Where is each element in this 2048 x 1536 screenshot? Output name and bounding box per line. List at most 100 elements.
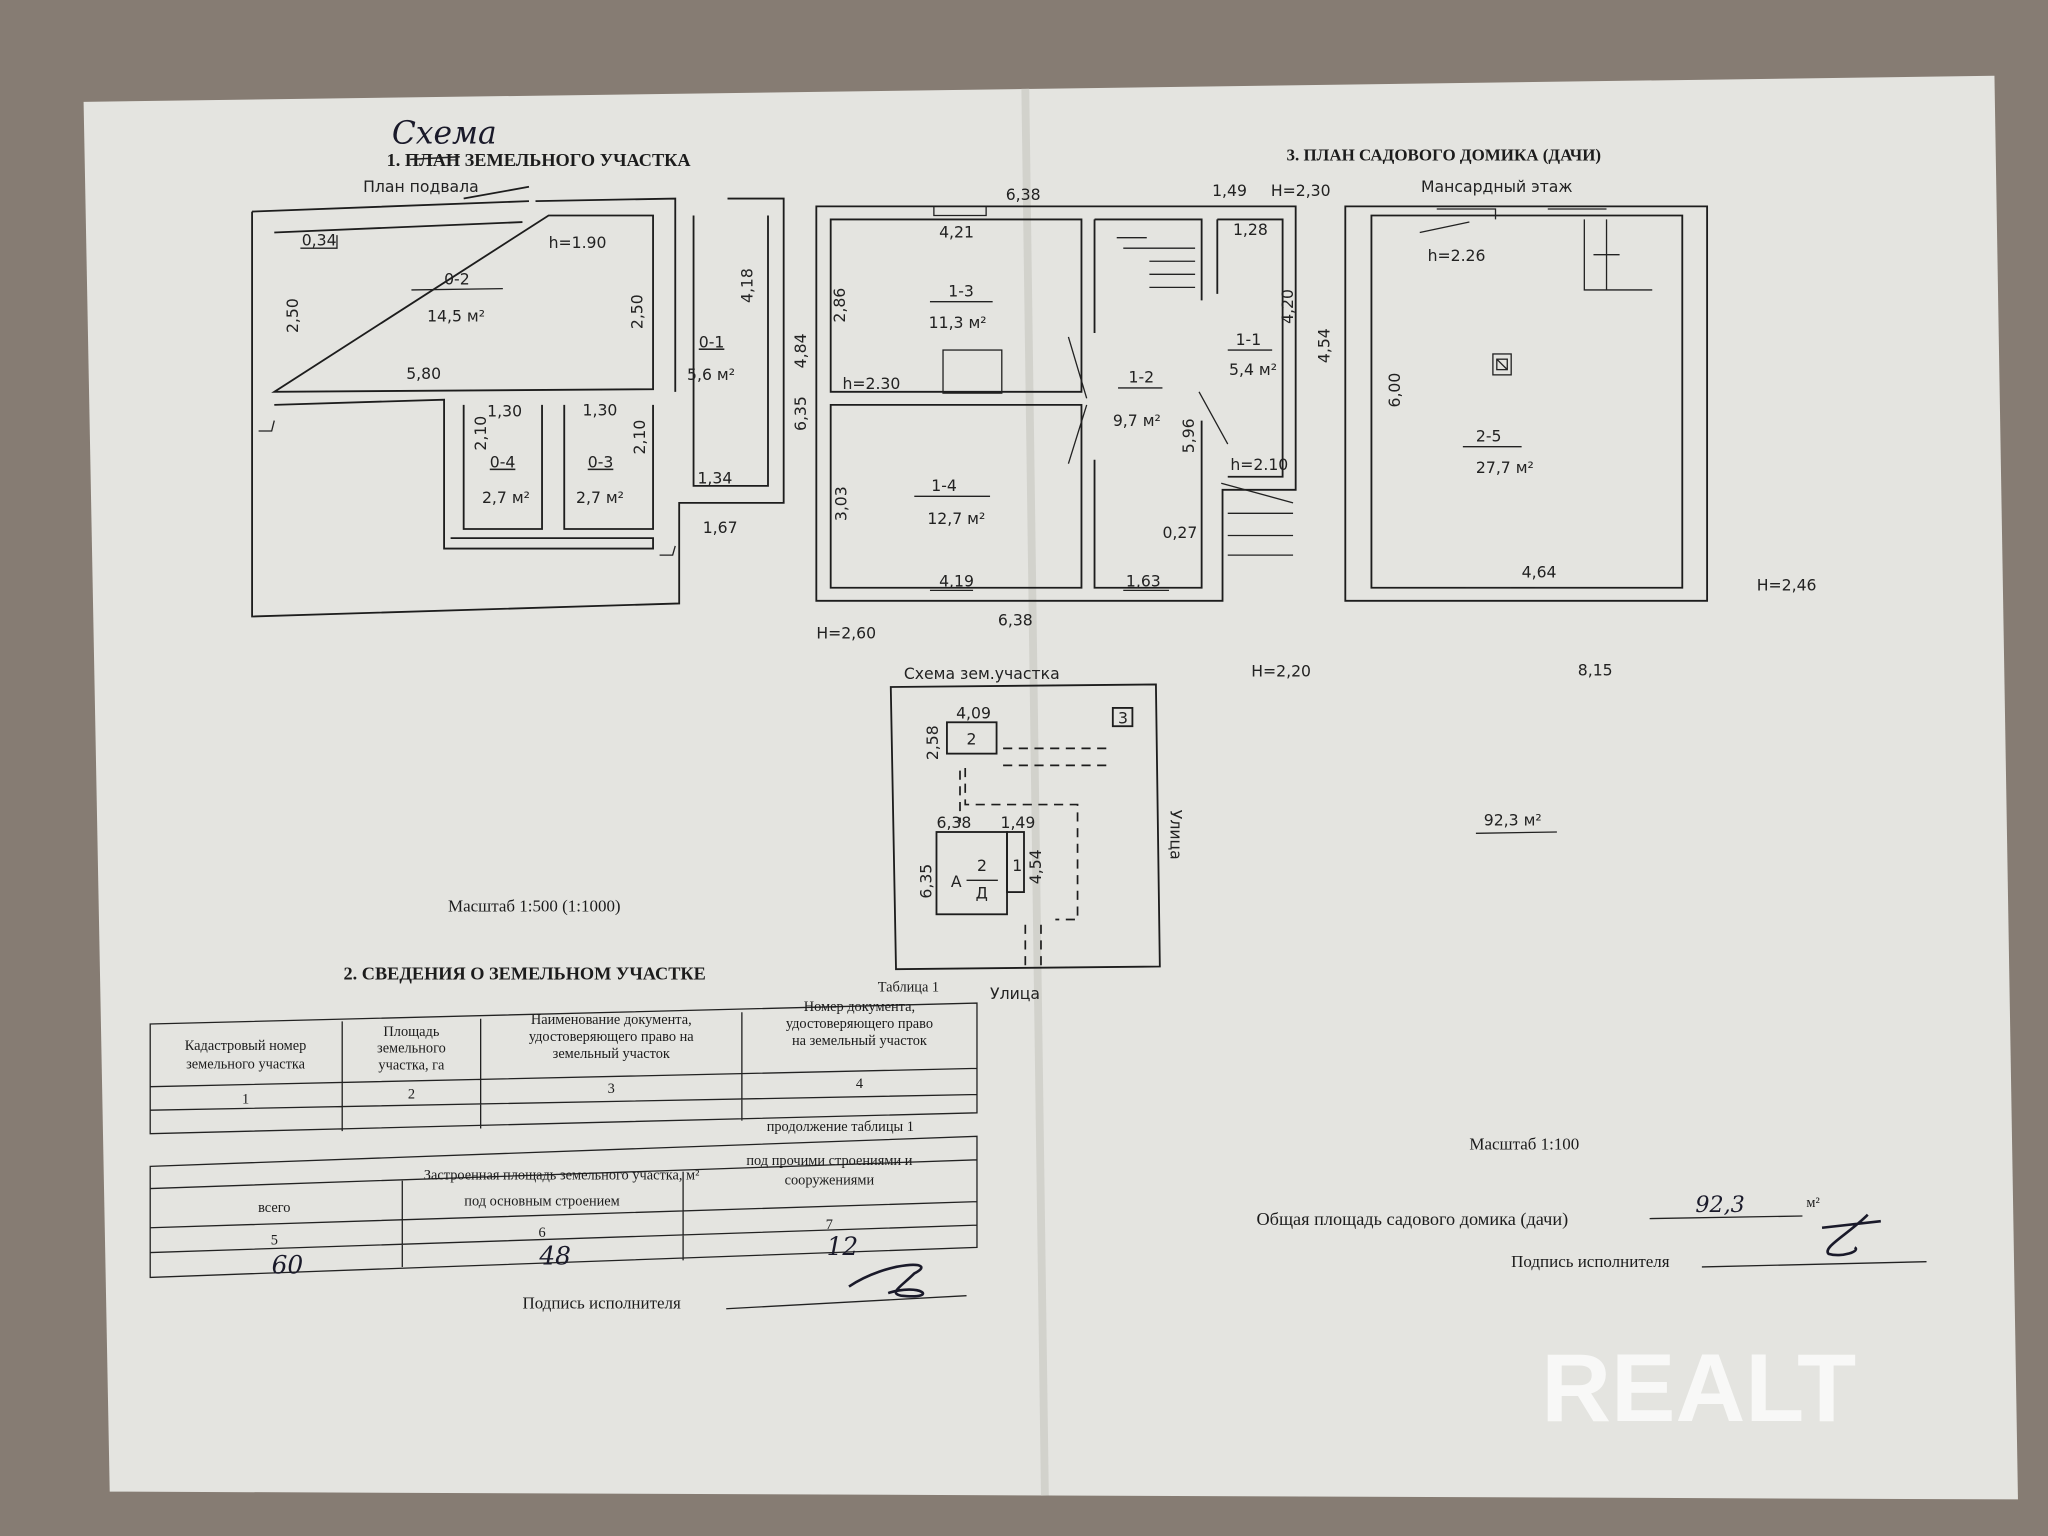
room-area: 12,7 м²	[927, 509, 985, 528]
dim: 4,21	[939, 223, 974, 242]
dim: 0,27	[1162, 523, 1197, 542]
table-continuation-label: продолжение таблицы 1	[767, 1119, 914, 1135]
dim: 2,50	[283, 298, 302, 333]
ground-floor-plan: 6,38 1,49 H=2,30 4,21 1,28 2,86 1-3 11,3…	[815, 181, 1334, 643]
dim: 1,30	[583, 400, 618, 419]
building-number: 2	[967, 729, 977, 748]
table-header-cell: Кадастровый номер	[185, 1038, 307, 1054]
dim: 1,49	[1000, 813, 1035, 832]
room-number: 0-3	[588, 453, 614, 472]
dim: 4,54	[1315, 328, 1334, 363]
room-area: 5,4 м²	[1229, 360, 1277, 379]
dim: 2,58	[923, 725, 942, 760]
signature-left-label: Подпись исполнителя	[522, 1294, 681, 1313]
dim: 4,19	[939, 571, 974, 590]
dim: 6,35	[791, 396, 810, 431]
signature-right	[1821, 1213, 1881, 1257]
room-area: 5,6 м²	[687, 365, 735, 384]
room-number: 0-4	[490, 453, 516, 472]
signature-left	[848, 1263, 925, 1298]
dim: 0,34	[302, 231, 337, 250]
height-label: h=2.26	[1428, 246, 1486, 265]
room-area: 14,5 м²	[427, 306, 485, 325]
total-area-label-bottom: Общая площадь садового домика (дачи)	[1256, 1209, 1568, 1230]
dim: 6,38	[998, 611, 1033, 630]
dim: 6,38	[936, 813, 971, 832]
site-scheme-title: Схема зем.участка	[904, 664, 1060, 683]
table-column-number: 1	[242, 1092, 249, 1108]
table-column-number: 7	[826, 1217, 833, 1233]
dim: 2,86	[830, 288, 849, 323]
dim: 6,00	[1385, 373, 1404, 408]
table-column-number: 5	[271, 1233, 278, 1249]
building-number: 3	[1118, 709, 1128, 728]
dim: 4,09	[956, 703, 991, 722]
height-label: H=2,20	[1251, 662, 1311, 681]
room-number: 2-5	[1476, 426, 1502, 445]
table-value-handwritten: 60	[272, 1250, 304, 1279]
dim: 5,80	[406, 364, 441, 383]
dim: 5,96	[1179, 418, 1198, 453]
room-number: 0-1	[699, 332, 725, 351]
room-area: 2,7 м²	[576, 488, 624, 507]
basement-plan: План подвала 0,34 h=1.90 0-2 14,5 м² 2,5…	[251, 177, 810, 618]
room-area: 9,7 м²	[1113, 411, 1161, 430]
table-header-cell: под прочими строениями и	[746, 1153, 912, 1169]
table-value-handwritten: 12	[827, 1232, 859, 1261]
table-header-cell: удостоверяющего право	[786, 1016, 933, 1032]
dim: 1,30	[487, 402, 522, 421]
room-area: 11,3 м²	[929, 313, 987, 332]
table-header-cell: Площадь	[383, 1024, 439, 1040]
room-number: 0-2	[444, 270, 470, 289]
table-header-cell: всего	[258, 1200, 290, 1216]
table-header-cell: удостоверяющего право на	[529, 1029, 694, 1045]
table-column-number: 2	[408, 1086, 415, 1102]
table-1-continuation: продолжение таблицы 1 Застроенная площад…	[149, 1119, 978, 1279]
building-letter: Д	[976, 884, 988, 903]
section1-title: 1. ПЛАН ЗЕМЕЛЬНОГО УЧАСТКА	[387, 150, 692, 170]
dim: 4,84	[791, 333, 810, 368]
handwritten-title: Схема	[392, 116, 497, 152]
room-number: 1-4	[931, 476, 957, 495]
dim: 6,35	[916, 864, 935, 899]
dim: 8,15	[1578, 660, 1613, 679]
dim: 2,10	[630, 420, 649, 455]
total-area-unit: м²	[1806, 1195, 1819, 1211]
realt-watermark: REALT	[1541, 1335, 1856, 1442]
room-area: 27,7 м²	[1476, 458, 1534, 477]
table-column-number: 3	[608, 1081, 615, 1097]
table-caption: Таблица 1	[878, 979, 939, 995]
height-label: H=2,30	[1271, 181, 1331, 200]
dim: 1,49	[1212, 181, 1247, 200]
total-area-label: 92,3 м²	[1484, 810, 1542, 829]
table-header-cell: под основным строением	[464, 1194, 619, 1210]
table-value-handwritten: 48	[538, 1241, 571, 1270]
building-number: 1	[1012, 856, 1022, 875]
dim: 1,28	[1233, 220, 1268, 239]
table-header-cell: участка, га	[378, 1058, 445, 1074]
table-header-cell: на земельный участок	[792, 1033, 927, 1049]
paper-sheet	[83, 75, 2018, 1500]
scale-right: Масштаб 1:100	[1469, 1134, 1579, 1153]
section2-title: 2. СВЕДЕНИЯ О ЗЕМЕЛЬНОМ УЧАСТКЕ	[344, 964, 706, 984]
dim: 4,20	[1278, 289, 1297, 324]
dim: 1,67	[703, 518, 738, 537]
table-column-number: 4	[856, 1076, 863, 1092]
table-header-cell: Застроенная площадь земельного участка, …	[424, 1167, 700, 1183]
dim: 1,63	[1126, 571, 1161, 590]
street-label: Улица	[990, 984, 1040, 1003]
dim: 6,38	[1006, 185, 1041, 204]
height-label: h=2.30	[842, 374, 900, 393]
chimney-icon	[1492, 353, 1512, 376]
height-label: h=1.90	[549, 233, 607, 252]
street-label: Улица	[1166, 810, 1185, 860]
table-header-cell: сооружениями	[785, 1173, 875, 1189]
dim: 2,10	[471, 416, 490, 451]
attic-plan: Мансардный этаж h=2.26 6,00 2-5 27,7 м² …	[1344, 177, 1817, 602]
height-label: H=2,46	[1757, 575, 1817, 594]
scale-left: Масштаб 1:500 (1:1000)	[448, 897, 621, 916]
table-header-cell: Номер документа,	[804, 999, 915, 1015]
room-area: 2,7 м²	[482, 488, 530, 507]
